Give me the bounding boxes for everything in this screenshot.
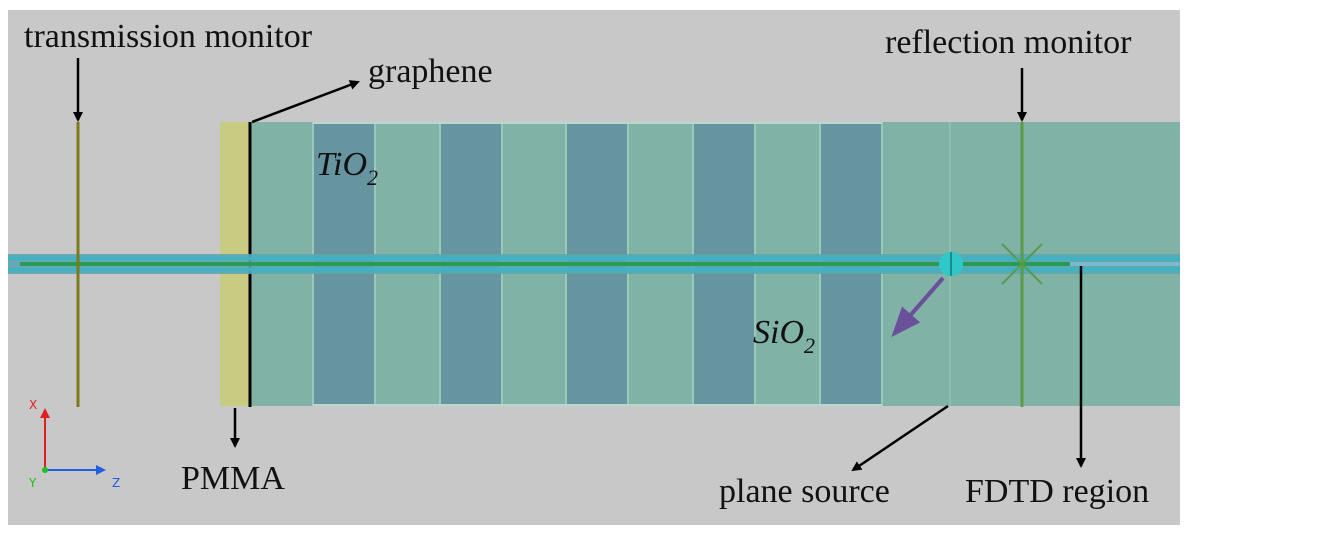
reflection-monitor-label: reflection monitor (885, 24, 1132, 61)
x-axis-label: X (29, 398, 37, 412)
annotation-arrows (73, 58, 1086, 472)
z-axis-label: Z (112, 476, 120, 490)
plane-source-label: plane source (719, 473, 890, 510)
fdtd-beam-band (8, 254, 1180, 274)
fdtd-region-label: FDTD region (965, 473, 1149, 510)
graphene-label: graphene (368, 53, 493, 90)
y-axis-label: Y (28, 476, 37, 490)
reflection-monitor-cross (1001, 243, 1043, 285)
graphene-arrow (251, 80, 360, 124)
transmission-monitor-label: transmission monitor (24, 18, 313, 55)
sio2-label: SiO2 (753, 314, 815, 358)
axis-triad: X Y Z (28, 398, 120, 490)
plane-source-arrow (851, 404, 949, 472)
tio2-label: TiO2 (316, 146, 378, 190)
source-direction-arrow (891, 276, 945, 338)
y-axis-dot (42, 467, 48, 473)
pmma-label: PMMA (181, 460, 285, 497)
